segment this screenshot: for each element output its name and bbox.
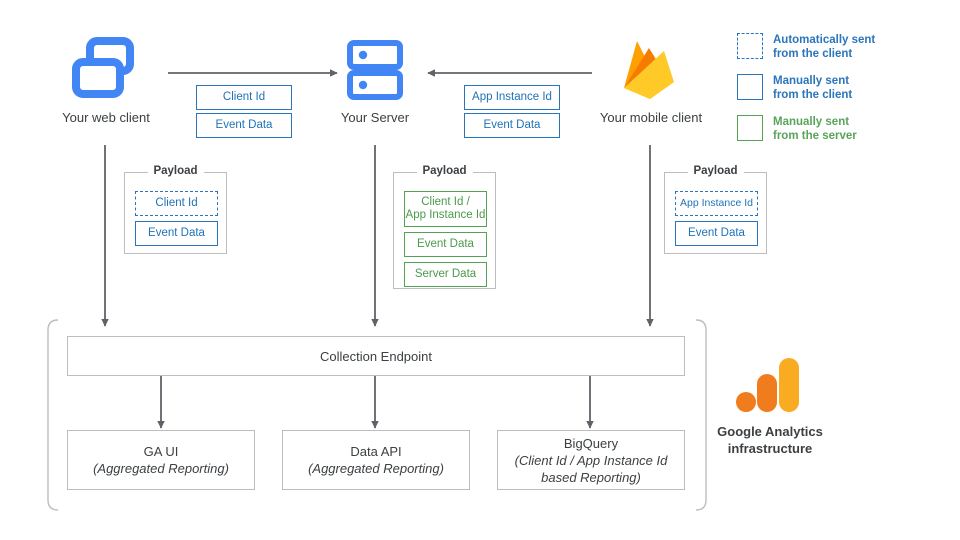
legend-swatch-solid-blue — [737, 74, 763, 100]
legend-swatch-dashed-blue — [737, 33, 763, 59]
server-label: Your Server — [340, 110, 410, 125]
legend-label-manual-client: Manually sent from the client — [773, 74, 852, 102]
legend-manual-client-line1: Manually sent — [773, 75, 850, 87]
collection-endpoint-box: Collection Endpoint — [67, 336, 685, 376]
transit-left-chip-client-id: Client Id — [196, 85, 292, 110]
legend-item-automatically-sent-client: Automatically sent from the client — [737, 33, 875, 61]
payload-web-item-event-data: Event Data — [135, 221, 218, 246]
ga-caption-line1: Google Analytics — [717, 424, 823, 439]
payload-server-item-server-data: Server Data — [404, 262, 487, 287]
server-icon — [347, 40, 403, 100]
legend-manual-client-line2: from the client — [773, 89, 853, 101]
output-data-api-subtitle: (Aggregated Reporting) — [308, 461, 444, 476]
payload-mobile: Payload App Instance Id Event Data — [664, 165, 767, 254]
legend-automatic-line1: Automatically sent — [773, 34, 876, 46]
output-ga-ui-subtitle: (Aggregated Reporting) — [93, 461, 229, 476]
output-bigquery-subtitle: (Client Id / App Instance Id — [514, 452, 668, 468]
transit-right-chip-app-instance-id: App Instance Id — [464, 85, 560, 110]
payload-server-title: Payload — [416, 165, 473, 177]
legend-item-manually-sent-client: Manually sent from the client — [737, 74, 852, 102]
node-server — [345, 40, 405, 100]
output-box-ga-ui: GA UI (Aggregated Reporting) — [67, 430, 255, 490]
legend-manual-server-line2: from the server — [773, 130, 857, 142]
mobile-client-label: Your mobile client — [599, 110, 703, 125]
output-box-bigquery: BigQuery (Client Id / App Instance Id ba… — [497, 430, 685, 490]
infrastructure-bracket-right — [695, 319, 707, 511]
node-mobile-client — [616, 36, 686, 104]
google-analytics-icon — [736, 358, 799, 412]
transit-right-chip-event-data: Event Data — [464, 113, 560, 138]
payload-server-item-id: Client Id / App Instance Id — [404, 191, 487, 227]
ga-caption-line2: infrastructure — [727, 441, 813, 456]
output-box-data-api: Data API (Aggregated Reporting) — [282, 430, 470, 490]
payload-server-item-id-line1: Client Id / — [421, 196, 470, 208]
payload-server: Payload Client Id / App Instance Id Even… — [393, 165, 496, 289]
output-ga-ui-title: GA UI — [143, 444, 179, 459]
output-data-api-title: Data API — [350, 444, 402, 459]
legend-swatch-solid-green — [737, 115, 763, 141]
payload-web: Payload Client Id Event Data — [124, 165, 227, 254]
legend-item-manually-sent-server: Manually sent from the server — [737, 115, 857, 143]
web-client-label: Your web client — [62, 110, 150, 125]
payload-mobile-title: Payload — [687, 165, 744, 177]
google-analytics-caption: Google Analytics infrastructure — [690, 423, 850, 457]
legend-automatic-line2: from the client — [773, 48, 853, 60]
legend-label-automatic: Automatically sent from the client — [773, 33, 875, 61]
infrastructure-bracket-left — [47, 319, 59, 511]
legend-manual-server-line1: Manually sent — [773, 116, 850, 128]
payload-mobile-item-app-instance-id: App Instance Id — [675, 191, 758, 216]
payload-web-title: Payload — [147, 165, 204, 177]
legend-label-manual-server: Manually sent from the server — [773, 115, 857, 143]
web-client-icon — [72, 37, 134, 98]
output-bigquery-subtitle2: based Reporting) — [541, 469, 641, 485]
node-web-client — [60, 37, 152, 98]
google-analytics-logo-wrap — [735, 358, 805, 418]
collection-endpoint-label: Collection Endpoint — [319, 348, 433, 364]
payload-web-item-client-id: Client Id — [135, 191, 218, 216]
transit-left-chip-event-data: Event Data — [196, 113, 292, 138]
payload-server-item-event-data: Event Data — [404, 232, 487, 257]
payload-mobile-item-event-data: Event Data — [675, 221, 758, 246]
firebase-icon — [624, 41, 674, 99]
payload-server-item-id-line2: App Instance Id — [405, 209, 486, 221]
output-bigquery-title: BigQuery — [563, 435, 619, 451]
